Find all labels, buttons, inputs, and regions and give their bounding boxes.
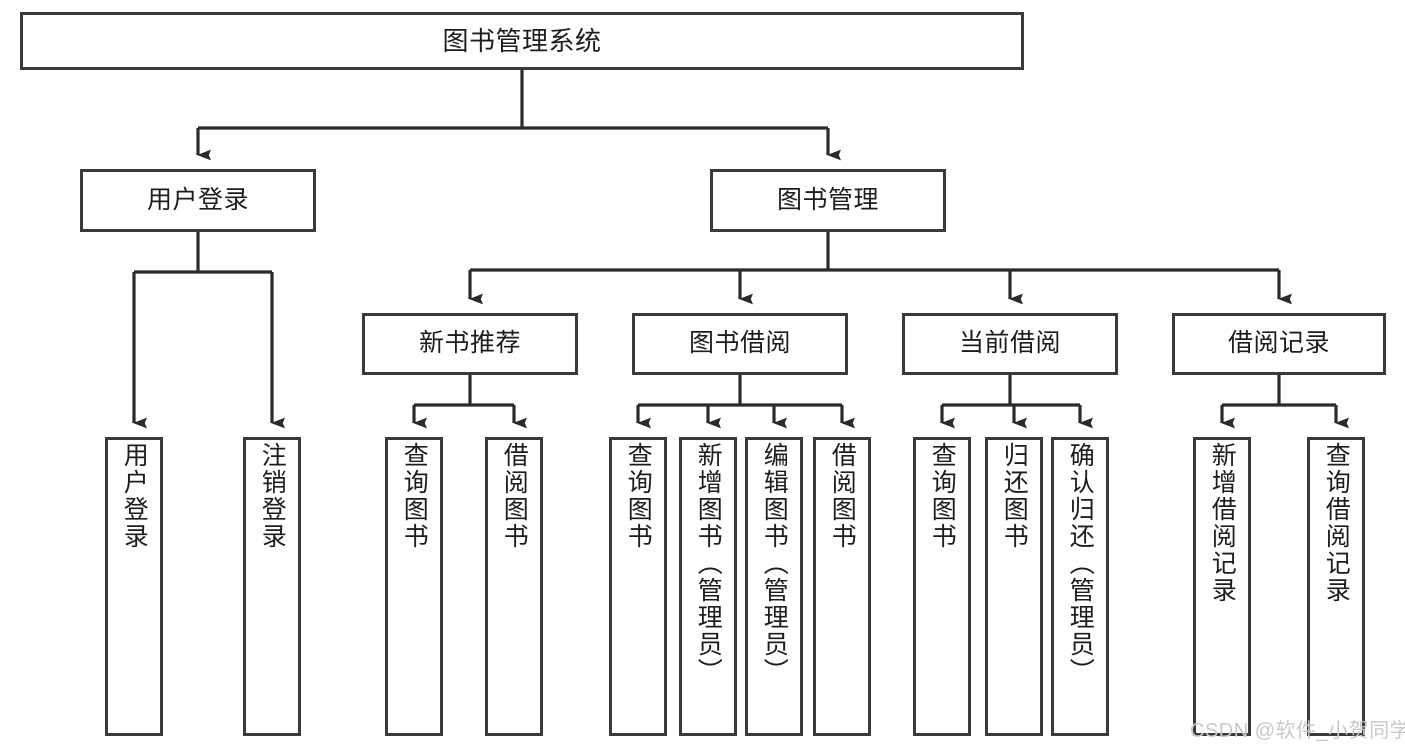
- node-leaf-user-logout-label: 注销登录: [258, 442, 287, 550]
- node-root-label: 图书管理系统: [442, 25, 602, 56]
- node-leaf-rec-search-label: 查询借阅记录: [1322, 442, 1351, 604]
- node-leaf-cur-query-label: 查询图书: [928, 442, 957, 550]
- node-leaf-borrow-do-label: 借阅图书: [828, 442, 857, 550]
- node-leaf-borrow-edit-label: 编辑图书（管理员）: [760, 442, 789, 685]
- node-book-manage-label: 图书管理: [776, 185, 879, 214]
- node-root[interactable]: 图书管理系统: [20, 12, 1024, 70]
- node-leaf-borrow-query-label: 查询图书: [624, 442, 653, 550]
- node-book-borrow[interactable]: 图书借阅: [632, 313, 848, 375]
- node-leaf-borrow-add-label: 新增图书（管理员）: [694, 442, 723, 685]
- node-leaf-rec-add-label: 新增借阅记录: [1208, 442, 1237, 604]
- node-user-login-label: 用户登录: [146, 185, 249, 214]
- node-borrow-record-label: 借阅记录: [1227, 329, 1330, 358]
- node-borrow-record[interactable]: 借阅记录: [1172, 313, 1386, 375]
- node-new-book-rec[interactable]: 新书推荐: [362, 313, 578, 375]
- node-leaf-rec-borrow[interactable]: 借阅图书: [485, 437, 543, 736]
- node-current-borrow-label: 当前借阅: [958, 329, 1061, 358]
- node-leaf-user-login-label: 用户登录: [120, 442, 149, 550]
- node-leaf-cur-confirm[interactable]: 确认归还（管理员）: [1051, 437, 1109, 736]
- node-leaf-rec-search[interactable]: 查询借阅记录: [1307, 437, 1365, 736]
- node-leaf-borrow-edit[interactable]: 编辑图书（管理员）: [745, 437, 803, 736]
- csdn-watermark: CSDN @软件_小贺同学: [1190, 720, 1405, 742]
- node-leaf-rec-query[interactable]: 查询图书: [385, 437, 443, 736]
- node-leaf-cur-return[interactable]: 归还图书: [985, 437, 1043, 736]
- node-leaf-user-login[interactable]: 用户登录: [105, 437, 163, 736]
- node-new-book-rec-label: 新书推荐: [418, 329, 521, 358]
- node-leaf-rec-borrow-label: 借阅图书: [500, 442, 529, 550]
- node-leaf-borrow-add[interactable]: 新增图书（管理员）: [679, 437, 737, 736]
- node-current-borrow[interactable]: 当前借阅: [902, 313, 1118, 375]
- node-leaf-cur-query[interactable]: 查询图书: [913, 437, 971, 736]
- node-book-borrow-label: 图书借阅: [688, 329, 791, 358]
- node-leaf-user-logout[interactable]: 注销登录: [243, 437, 301, 736]
- node-book-manage[interactable]: 图书管理: [710, 169, 946, 232]
- node-leaf-cur-return-label: 归还图书: [1000, 442, 1029, 550]
- node-leaf-rec-query-label: 查询图书: [400, 442, 429, 550]
- node-leaf-borrow-do[interactable]: 借阅图书: [813, 437, 871, 736]
- node-leaf-borrow-query[interactable]: 查询图书: [609, 437, 667, 736]
- node-user-login[interactable]: 用户登录: [80, 169, 316, 232]
- node-leaf-rec-add[interactable]: 新增借阅记录: [1193, 437, 1251, 736]
- node-leaf-cur-confirm-label: 确认归还（管理员）: [1066, 442, 1095, 685]
